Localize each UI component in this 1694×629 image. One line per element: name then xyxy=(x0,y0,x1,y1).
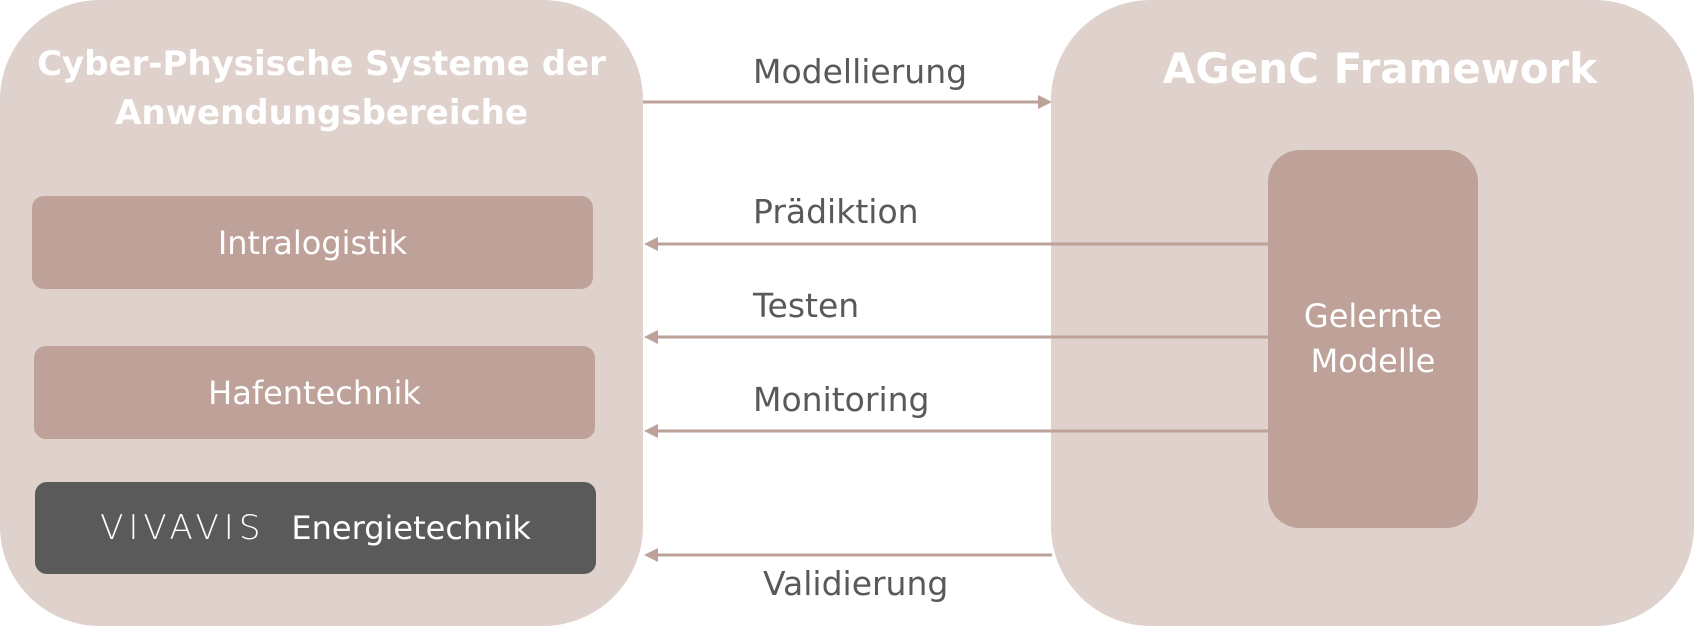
arrow-praediktion xyxy=(644,237,1268,251)
testen-label: Testen xyxy=(753,286,860,325)
agenc-framework-title: AGenC Framework xyxy=(1162,44,1598,93)
arrow-testen xyxy=(644,330,1268,344)
monitoring-label: Monitoring xyxy=(753,380,930,419)
arrow-monitoring xyxy=(644,424,1268,438)
application-areas-title: Cyber-Physische Systeme der Anwendungsbe… xyxy=(30,40,613,138)
application-areas-title-line1: Cyber-Physische Systeme der xyxy=(37,44,606,84)
validierung-label: Validierung xyxy=(763,564,949,603)
arrow-modellierung xyxy=(643,95,1052,109)
vivavis-logo: VIVAVIS xyxy=(100,508,266,548)
modellierung-label: Modellierung xyxy=(753,52,968,91)
energietechnik-box: VIVAVIS Energietechnik xyxy=(35,482,596,574)
gelernte-modelle-line1: Gelernte xyxy=(1303,297,1443,335)
intralogistik-box: Intralogistik xyxy=(32,196,593,289)
praediktion-label: Prädiktion xyxy=(753,192,919,231)
gelernte-modelle-line2: Modelle xyxy=(1310,342,1436,380)
arrow-validierung xyxy=(644,548,1052,562)
gelernte-modelle-box: Gelernte Modelle xyxy=(1268,150,1478,528)
application-areas-title-line2: Anwendungsbereiche xyxy=(115,93,528,133)
intralogistik-label: Intralogistik xyxy=(217,223,408,262)
energietechnik-label: Energietechnik xyxy=(291,509,531,547)
hafentechnik-box: Hafentechnik xyxy=(34,346,595,439)
hafentechnik-label: Hafentechnik xyxy=(208,373,421,412)
